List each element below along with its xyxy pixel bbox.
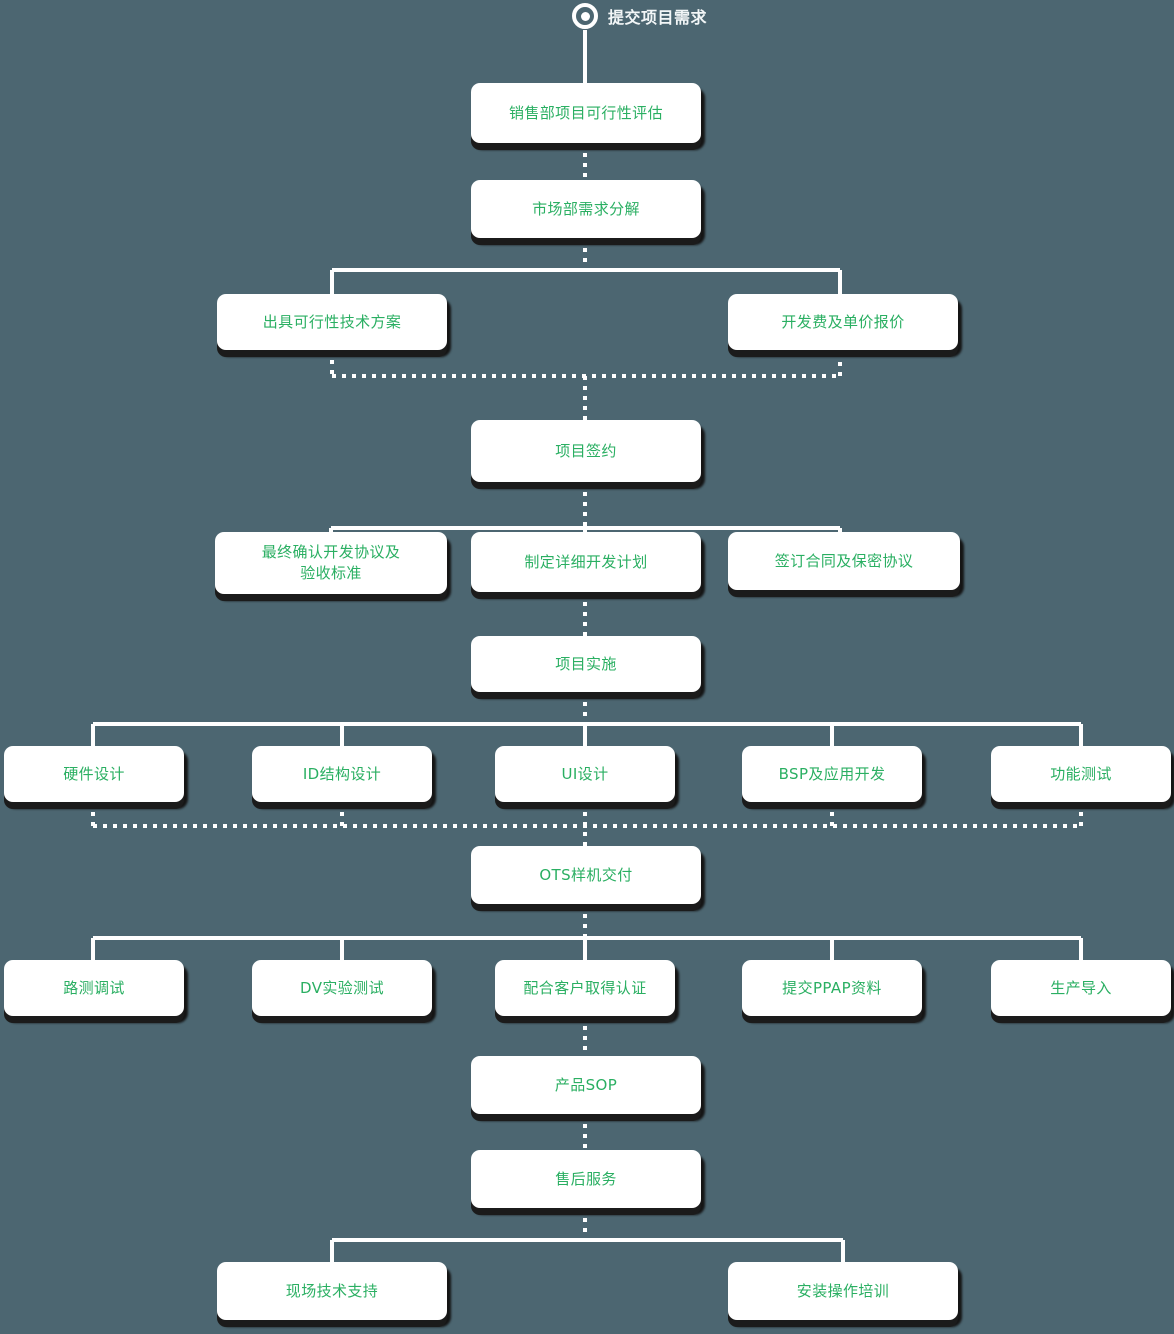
flow-node-label: 安装操作培训	[796, 1281, 890, 1300]
flow-node-customer-certification[interactable]: 配合客户取得认证	[495, 960, 675, 1016]
flow-node-bsp-application-dev[interactable]: BSP及应用开发	[742, 746, 922, 802]
flow-node-label: DV实验测试	[300, 978, 384, 997]
flow-node-project-implementation[interactable]: 项目实施	[471, 636, 701, 692]
flow-node-hardware-design[interactable]: 硬件设计	[4, 746, 184, 802]
flow-node-label: 最终确认开发协议及 验收标准	[261, 543, 401, 582]
flow-node-contract-nda[interactable]: 签订合同及保密协议	[728, 532, 960, 590]
flow-node-road-test-debug[interactable]: 路测调试	[4, 960, 184, 1016]
flow-node-label: 销售部项目可行性评估	[508, 103, 663, 122]
flow-node-installation-training[interactable]: 安装操作培训	[728, 1262, 958, 1320]
flow-node-label: BSP及应用开发	[778, 764, 886, 783]
flow-node-label: 硬件设计	[63, 764, 125, 783]
flow-node-production-introduction[interactable]: 生产导入	[991, 960, 1171, 1016]
flow-node-label: 提交PPAP资料	[782, 978, 882, 997]
flow-node-label: 现场技术支持	[285, 1281, 379, 1300]
flow-node-label: 售后服务	[555, 1169, 617, 1188]
flow-node-product-sop[interactable]: 产品SOP	[471, 1056, 701, 1114]
start-marker: 提交项目需求	[572, 3, 707, 29]
flow-node-project-signing[interactable]: 项目签约	[471, 420, 701, 482]
flow-node-label: 功能测试	[1050, 764, 1112, 783]
flow-node-label: 制定详细开发计划	[524, 552, 648, 571]
flow-node-sales-feasibility[interactable]: 销售部项目可行性评估	[471, 83, 701, 143]
flow-node-ui-design[interactable]: UI设计	[495, 746, 675, 802]
flow-node-label: 项目实施	[555, 654, 617, 673]
flow-node-function-test[interactable]: 功能测试	[991, 746, 1171, 802]
flow-node-label: 配合客户取得认证	[523, 978, 647, 997]
flow-node-label: UI设计	[561, 764, 609, 783]
flow-node-label: OTS样机交付	[539, 865, 633, 884]
target-circle-icon	[572, 3, 598, 29]
flow-node-label: 项目签约	[555, 441, 617, 460]
flow-node-development-fee-quote[interactable]: 开发费及单价报价	[728, 294, 958, 350]
flow-node-label: 出具可行性技术方案	[262, 312, 402, 331]
flow-node-label: 路测调试	[63, 978, 125, 997]
flow-node-final-agreement-acceptance[interactable]: 最终确认开发协议及 验收标准	[215, 532, 447, 594]
flow-node-label: 市场部需求分解	[532, 199, 640, 218]
flow-node-detailed-dev-plan[interactable]: 制定详细开发计划	[471, 532, 701, 592]
flow-node-label: ID结构设计	[302, 764, 382, 783]
flow-node-ppap-submission[interactable]: 提交PPAP资料	[742, 960, 922, 1016]
flow-node-technical-proposal[interactable]: 出具可行性技术方案	[217, 294, 447, 350]
flow-node-label: 开发费及单价报价	[781, 312, 905, 331]
flow-node-label: 生产导入	[1050, 978, 1112, 997]
flow-node-id-structure-design[interactable]: ID结构设计	[252, 746, 432, 802]
flow-node-dv-experiment-test[interactable]: DV实验测试	[252, 960, 432, 1016]
flow-node-ots-sample-delivery[interactable]: OTS样机交付	[471, 846, 701, 904]
target-circle-dot	[580, 11, 590, 21]
flow-node-onsite-tech-support[interactable]: 现场技术支持	[217, 1262, 447, 1320]
flow-node-after-sales-service[interactable]: 售后服务	[471, 1150, 701, 1208]
flow-node-market-requirement-breakdown[interactable]: 市场部需求分解	[471, 180, 701, 238]
start-label: 提交项目需求	[608, 8, 708, 27]
flow-node-label: 签订合同及保密协议	[774, 551, 914, 570]
flow-node-label: 产品SOP	[554, 1075, 618, 1094]
